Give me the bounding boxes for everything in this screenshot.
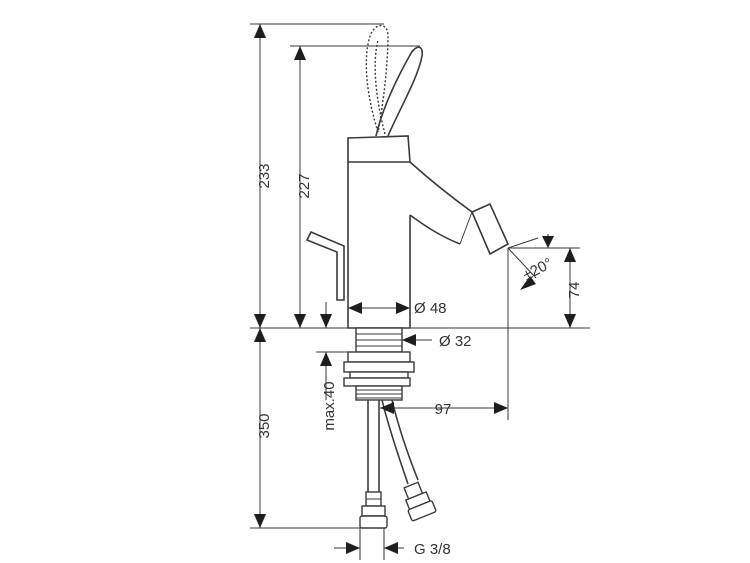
dim-connection-thread: G 3/8: [414, 541, 451, 558]
dim-outlet-height: 74: [566, 282, 583, 299]
dim-max-deck-thickness: max.40: [321, 381, 338, 430]
dim-shank-diameter: Ø 32: [439, 333, 472, 350]
dim-hose-length: 350: [256, 413, 273, 438]
faucet-body: [305, 135, 510, 329]
dim-swivel-angle: ±20°: [520, 255, 555, 285]
dim-total-height: 233: [256, 163, 273, 188]
dim-projection: 97: [435, 401, 452, 418]
lever-alternate-position: [365, 24, 389, 135]
extension-lines: [250, 23, 590, 560]
lever-handle: [375, 46, 424, 137]
mounting-shank: [343, 327, 415, 401]
supply-hoses: [359, 399, 437, 529]
dimension-lines: [254, 24, 576, 554]
dim-body-diameter: Ø 48: [414, 300, 447, 317]
dim-spout-height: 227: [296, 173, 313, 198]
